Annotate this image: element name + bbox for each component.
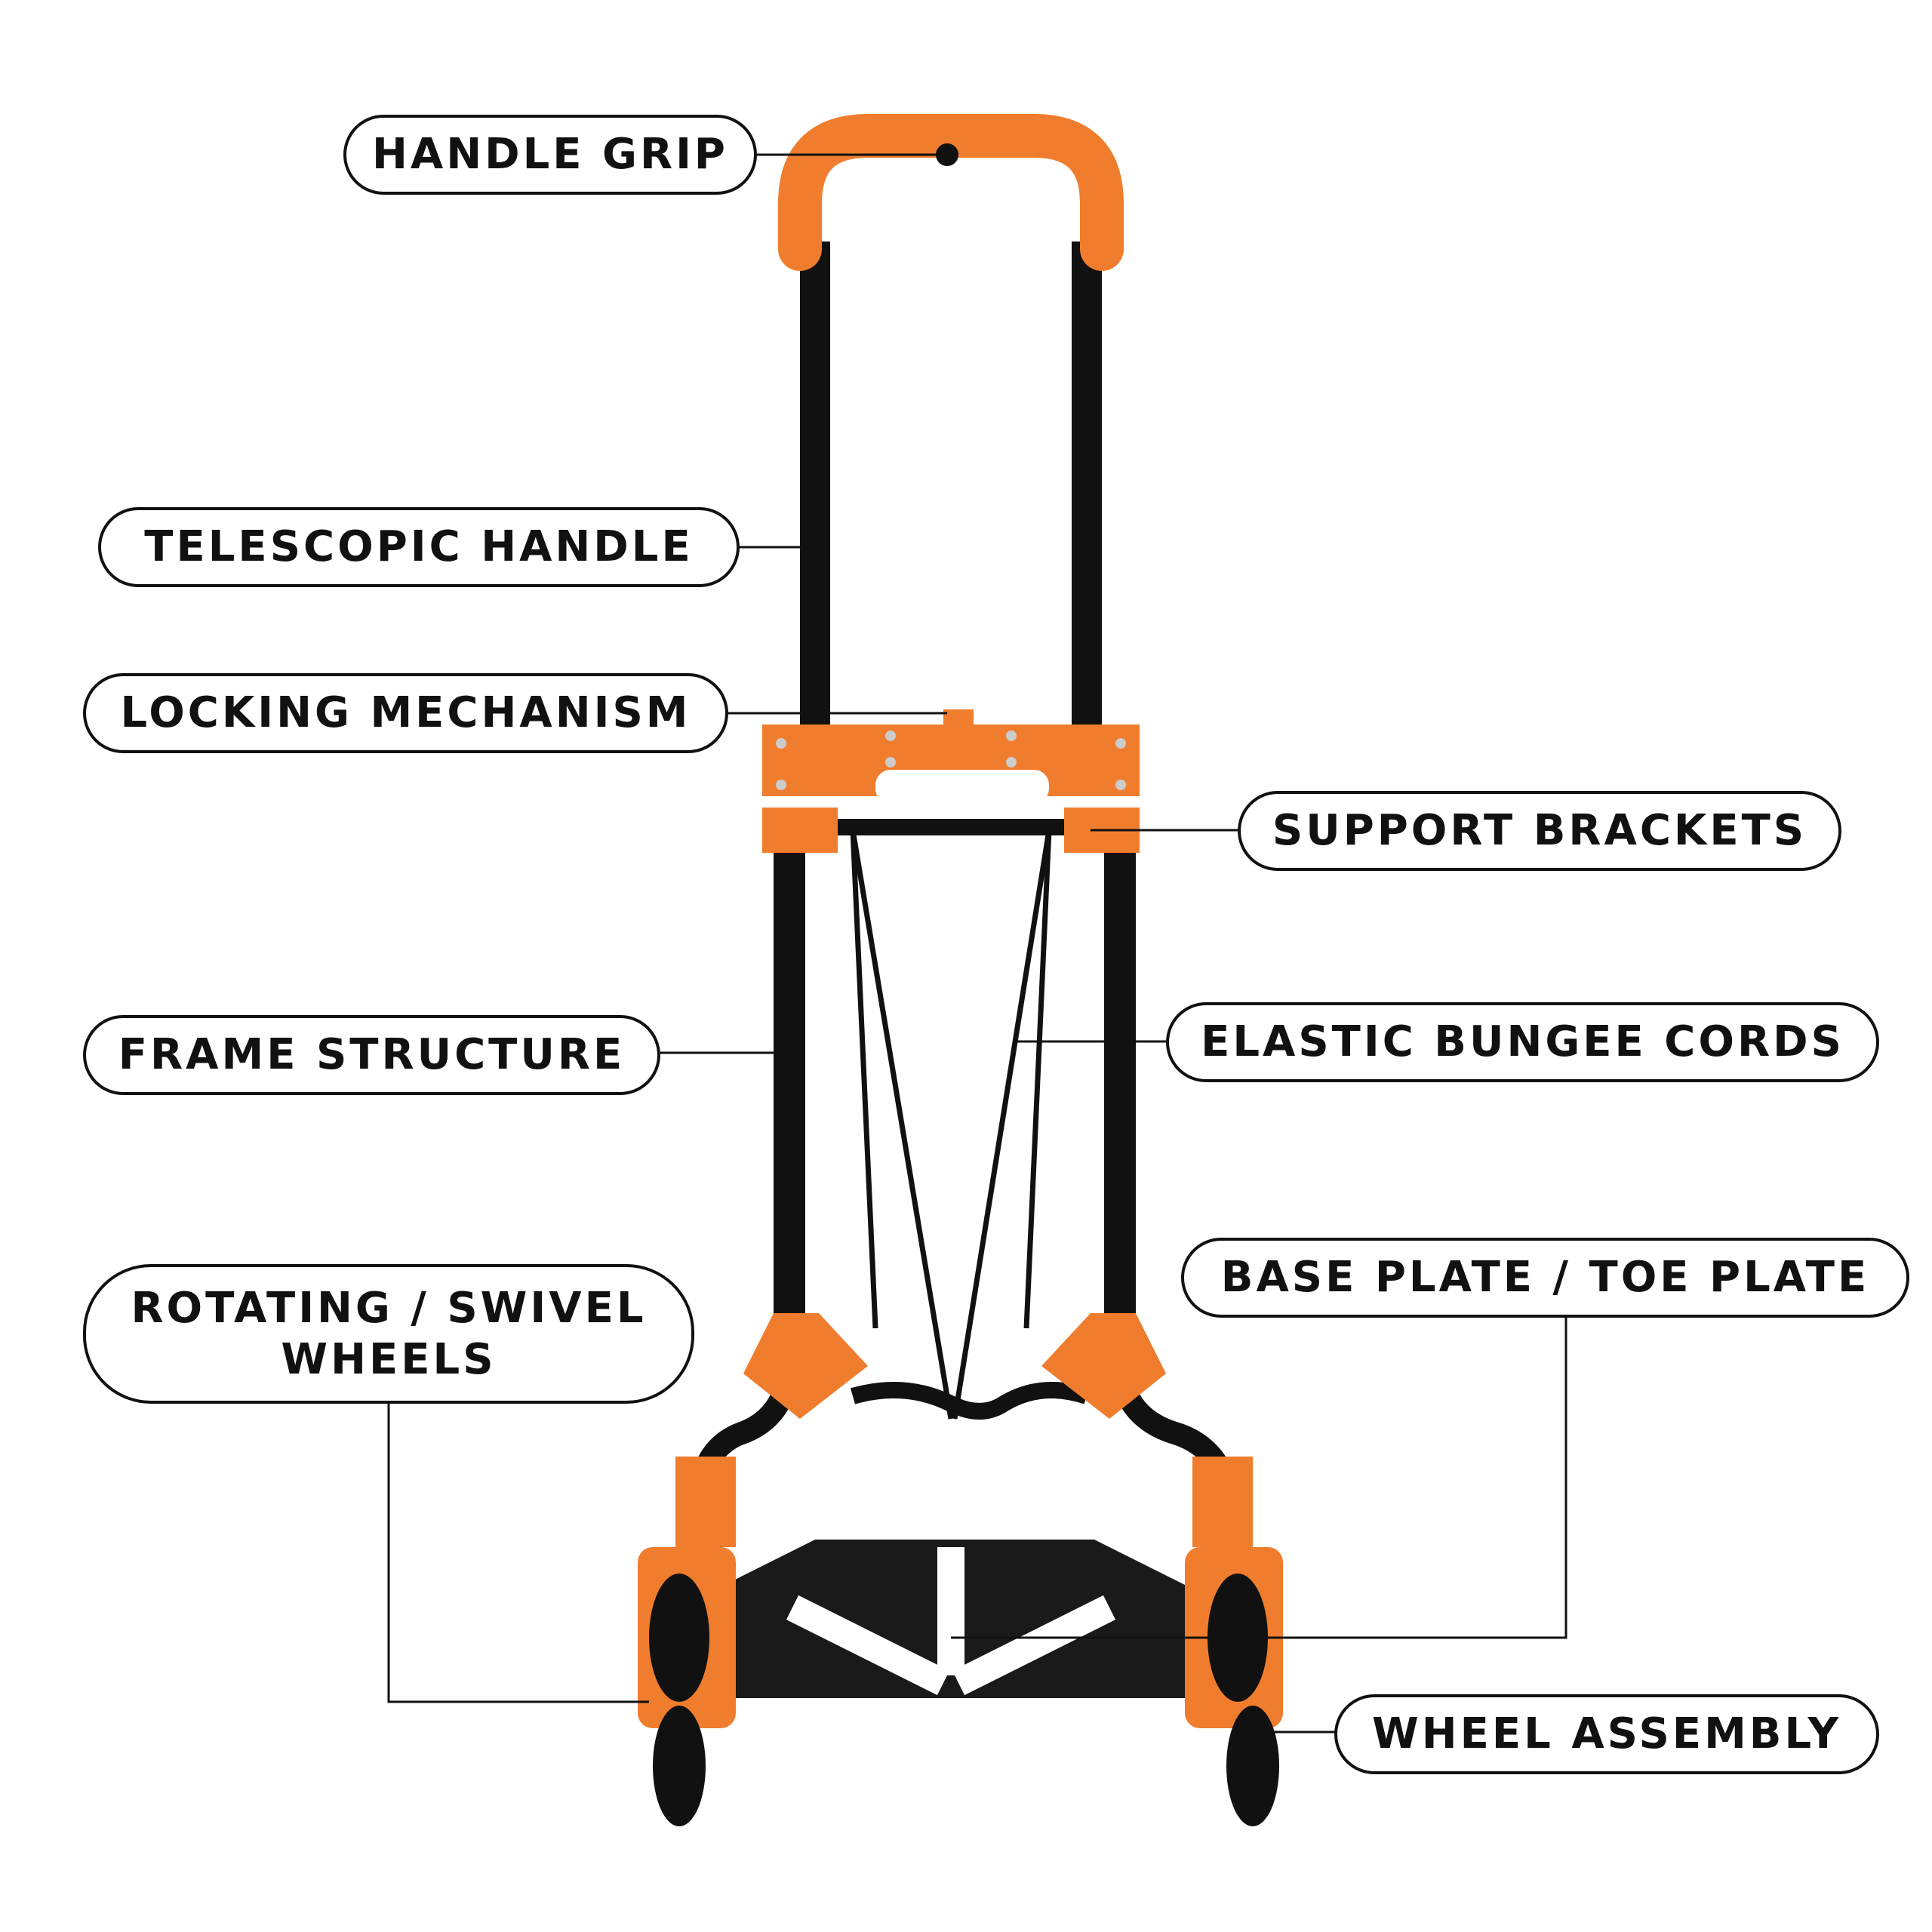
handle-grip <box>778 114 1124 271</box>
label-base-plate: BASE PLATE / TOE PLATE <box>1181 1238 1909 1318</box>
label-handle-grip: HANDLE GRIP <box>343 115 757 195</box>
frame-joints <box>675 1313 1253 1547</box>
label-swivel-wheels: ROTATING / SWIVEL WHEELS <box>83 1264 694 1404</box>
frame-structure <box>687 838 1241 1504</box>
label-elastic-bungee-cords: ELASTIC BUNGEE CORDS <box>1166 1002 1879 1082</box>
leader-lines <box>387 153 1567 1734</box>
label-locking-mechanism: LOCKING MECHANISM <box>83 673 728 753</box>
leader-dot <box>936 143 958 166</box>
elastic-bungee-cords <box>850 829 1052 1420</box>
telescopic-handle <box>800 242 1102 740</box>
label-frame-structure: FRAME STRUCTURE <box>83 1015 660 1095</box>
support-brackets <box>762 808 1140 853</box>
locking-mechanism <box>762 709 1140 804</box>
label-support-brackets: SUPPORT BRACKETS <box>1238 791 1841 871</box>
label-telescopic-handle: TELESCOPIC HANDLE <box>98 507 740 587</box>
label-wheel-assembly: WHEEL ASSEMBLY <box>1334 1694 1879 1774</box>
